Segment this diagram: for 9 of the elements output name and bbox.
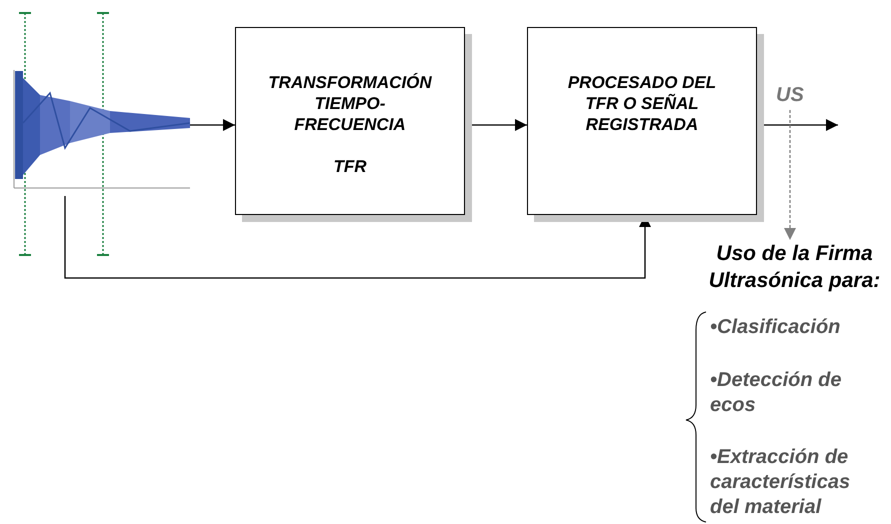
edge-label: US [776,84,804,107]
list-item: •Clasificación [710,315,842,340]
list-item: •Detección de ecos [710,368,842,418]
arrow [64,196,651,279]
picture [14,70,190,188]
heading-text: Uso de la Firma Ultrasónica para: [708,242,880,292]
arrow [190,119,235,131]
arrow [784,110,796,240]
list-item: •Extracción de características del material [710,445,852,520]
